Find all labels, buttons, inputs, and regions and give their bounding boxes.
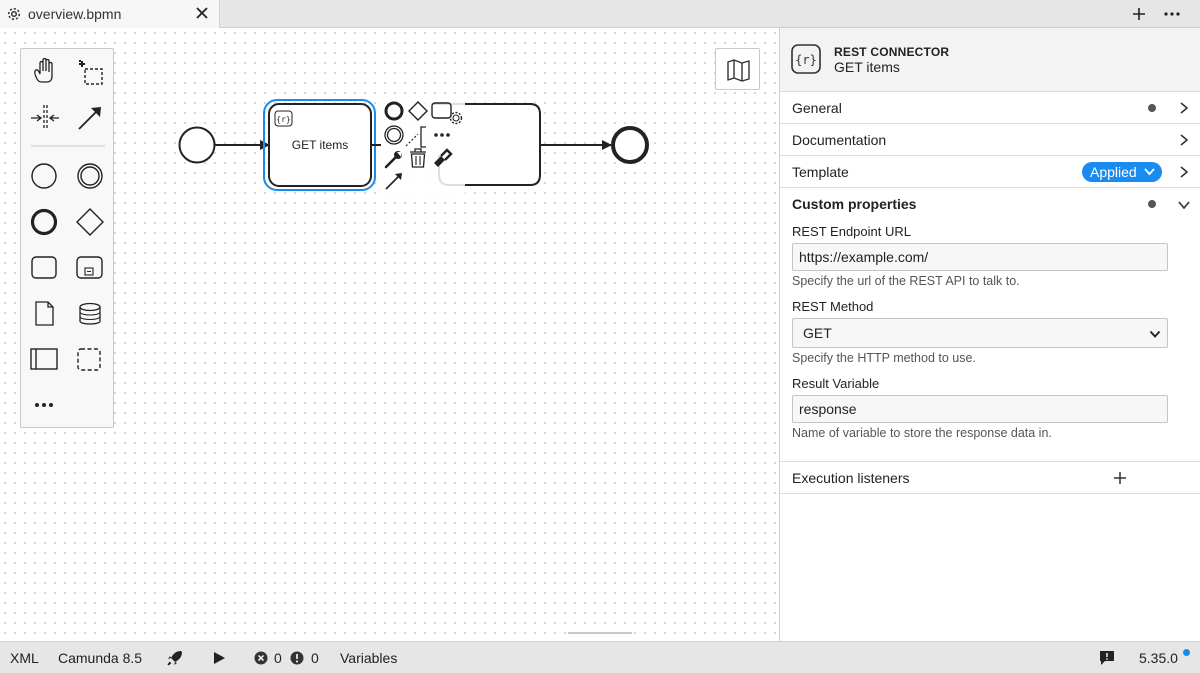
chevron-down-icon	[1178, 201, 1190, 210]
append-gateway-icon[interactable]	[408, 101, 428, 121]
intermediate-event-icon[interactable]	[77, 163, 103, 189]
connect-icon[interactable]	[385, 173, 402, 190]
lasso-tool-icon[interactable]	[79, 60, 103, 85]
update-indicator	[1183, 649, 1190, 656]
endpoint-label: REST Endpoint URL	[792, 224, 911, 239]
platform-version[interactable]: Camunda 8.5	[58, 650, 143, 666]
svg-text:{r}: {r}	[795, 53, 817, 67]
rest-connector-task[interactable]: {r}	[268, 103, 372, 187]
template-applied-badge[interactable]: Applied	[1082, 162, 1162, 182]
add-listener-icon[interactable]	[1113, 471, 1127, 485]
group-custom-properties: Custom properties REST Endpoint URL Spec…	[780, 188, 1200, 462]
group-documentation-label: Documentation	[792, 132, 887, 148]
diagram-canvas[interactable]: {r} GET items	[0, 28, 779, 641]
chevron-down-icon	[1149, 330, 1161, 338]
group-general[interactable]: General	[780, 92, 1200, 124]
group-execution-listeners[interactable]: Execution listeners	[780, 462, 1200, 494]
close-icon[interactable]	[195, 6, 209, 20]
chevron-down-icon	[1144, 168, 1155, 176]
gateway-icon[interactable]	[76, 208, 104, 236]
element-name: GET items	[834, 59, 900, 75]
status-bar: XML Camunda 8.5 0 0 Variables 5.35.0	[0, 641, 1200, 673]
element-type: REST CONNECTOR	[834, 45, 950, 59]
panel-header: {r} REST CONNECTOR GET items	[780, 28, 1200, 92]
chevron-right-icon	[1180, 166, 1189, 178]
chevron-right-icon	[1180, 134, 1189, 146]
data-store-icon[interactable]	[79, 302, 101, 325]
tab-label: overview.bpmn	[28, 6, 122, 22]
error-count[interactable]: 0	[274, 650, 282, 666]
minimap-icon	[727, 59, 750, 82]
result-label: Result Variable	[792, 376, 880, 391]
append-end-event-icon[interactable]	[384, 101, 404, 121]
group-template[interactable]: Template Applied	[780, 156, 1200, 188]
template-badge-label: Applied	[1090, 164, 1137, 180]
subprocess-icon[interactable]	[76, 256, 103, 279]
task-icon[interactable]	[31, 256, 57, 279]
wrench-icon[interactable]	[384, 151, 402, 169]
end-event[interactable]	[611, 126, 649, 164]
warning-count[interactable]: 0	[311, 650, 319, 666]
append-task-icon[interactable]	[431, 102, 452, 119]
group-general-label: General	[792, 100, 842, 116]
group-template-label: Template	[792, 164, 849, 180]
method-description: Specify the HTTP method to use.	[792, 351, 976, 365]
color-picker-icon[interactable]	[434, 148, 453, 167]
panel-divider[interactable]	[779, 28, 780, 641]
feedback-icon[interactable]	[1099, 650, 1115, 666]
gear-icon	[7, 7, 21, 21]
end-event-icon[interactable]	[30, 208, 58, 236]
deploy-rocket-icon[interactable]	[165, 648, 185, 668]
svg-text:{r}: {r}	[276, 115, 290, 124]
group-documentation[interactable]: Documentation	[780, 124, 1200, 156]
endpoint-description: Specify the url of the REST API to talk …	[792, 274, 1020, 288]
group-general-indicator	[1148, 104, 1156, 112]
group-custom-properties-label: Custom properties	[792, 196, 917, 212]
warning-icon[interactable]	[290, 651, 304, 665]
data-object-icon[interactable]	[35, 301, 54, 326]
rest-method-select[interactable]: GET	[792, 318, 1168, 348]
group-custom-indicator	[1148, 200, 1156, 208]
chevron-right-icon	[1180, 102, 1189, 114]
more-tools-icon[interactable]	[35, 403, 53, 407]
more-options-icon[interactable]	[434, 133, 450, 137]
append-intermediate-event-icon[interactable]	[384, 125, 404, 145]
group-custom-properties-header[interactable]: Custom properties	[780, 188, 1200, 220]
start-event[interactable]	[178, 126, 216, 164]
plus-icon[interactable]	[1131, 6, 1147, 22]
start-event-icon[interactable]	[31, 163, 57, 189]
rest-method-value: GET	[803, 325, 832, 341]
tool-palette	[20, 48, 114, 428]
hand-tool-icon[interactable]	[34, 57, 53, 83]
delete-icon[interactable]	[410, 148, 426, 168]
method-label: REST Method	[792, 299, 874, 314]
group-icon[interactable]	[77, 348, 101, 371]
append-text-annotation-icon[interactable]	[405, 126, 426, 148]
context-pad	[381, 98, 465, 194]
variables-button[interactable]: Variables	[340, 650, 398, 666]
minimap-toggle[interactable]	[715, 48, 760, 90]
run-play-icon[interactable]	[212, 651, 226, 665]
pool-icon[interactable]	[30, 348, 58, 370]
connect-tool-icon[interactable]	[78, 107, 101, 130]
endpoint-url-input[interactable]	[792, 243, 1168, 271]
properties-panel: {r} REST CONNECTOR GET items General Doc…	[780, 28, 1200, 641]
app-version[interactable]: 5.35.0	[1139, 650, 1178, 666]
task-label: GET items	[292, 138, 348, 152]
result-description: Name of variable to store the response d…	[792, 426, 1052, 440]
tab-overview-bpmn[interactable]: overview.bpmn	[0, 0, 220, 28]
space-tool-icon[interactable]	[31, 105, 59, 129]
error-icon[interactable]	[254, 651, 268, 665]
result-variable-input[interactable]	[792, 395, 1168, 423]
xml-toggle[interactable]: XML	[10, 650, 39, 666]
group-execution-listeners-label: Execution listeners	[792, 470, 910, 486]
gear-settings-icon[interactable]	[449, 111, 463, 125]
tab-bar: overview.bpmn	[0, 0, 1200, 28]
panel-resize-handle[interactable]	[568, 632, 632, 636]
more-icon[interactable]	[1163, 6, 1181, 22]
rest-connector-icon: {r}	[791, 44, 821, 74]
